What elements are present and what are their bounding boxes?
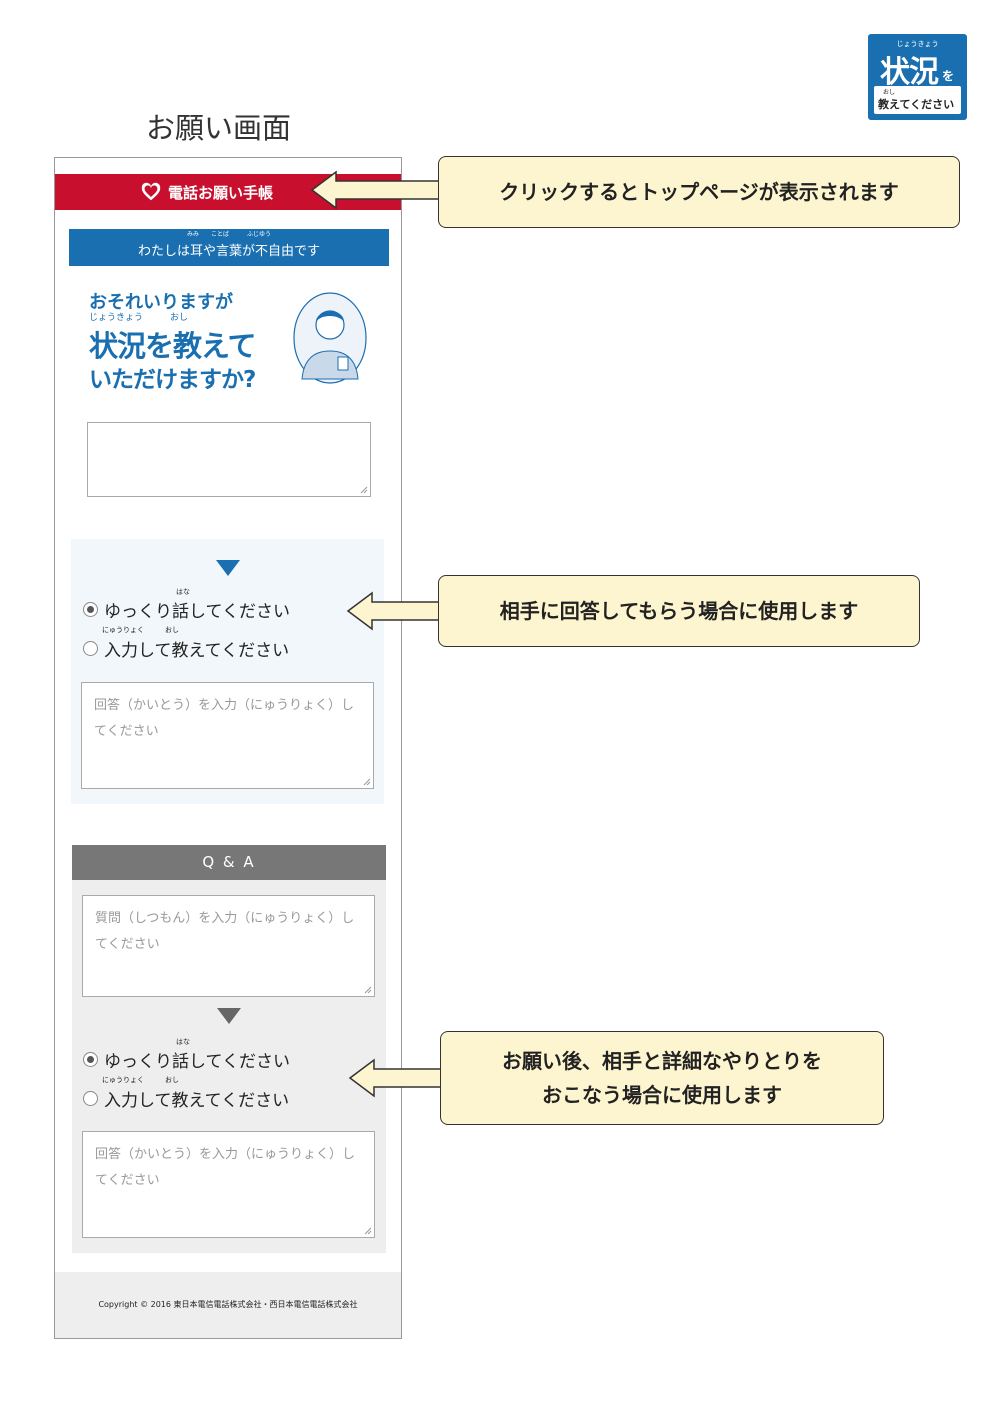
- arrow-down-icon: [216, 560, 240, 576]
- resize-grip-icon[interactable]: [363, 778, 371, 786]
- resize-grip-icon[interactable]: [364, 1227, 372, 1235]
- radio-checked[interactable]: [83, 1052, 98, 1067]
- qa-radio-type-answer[interactable]: 入力して教えてください: [83, 1086, 289, 1111]
- heart-icon: [141, 182, 161, 201]
- operator-avatar: [293, 292, 367, 384]
- answer-panel: はな ゆっくり話してください にゅうりょく おし 入力して教えてください 回答（…: [71, 539, 384, 804]
- callout-top: クリックするとトップページが表示されます: [438, 156, 960, 228]
- request-textarea[interactable]: [87, 422, 371, 497]
- option1-ruby: はな: [176, 588, 190, 596]
- hero-line3: いただけますか?: [89, 367, 256, 393]
- callout-middle-text: 相手に回答してもらう場合に使用します: [499, 599, 859, 623]
- notice-ruby: みみ ことば ふじゆう: [186, 231, 271, 238]
- badge-title: 状況: [880, 55, 939, 90]
- option1-label: ゆっくり話してください: [104, 602, 290, 622]
- hero-line1: おそれいりますが: [89, 292, 233, 313]
- home-button[interactable]: 電話お願い手帳: [140, 174, 273, 210]
- radio-checked[interactable]: [83, 602, 98, 617]
- option2-ruby: にゅうりょく おし: [102, 626, 179, 634]
- header-title: 電話お願い手帳: [168, 183, 274, 202]
- phone-screen: 電話お願い手帳 みみ ことば ふじゆう わたしは耳や言葉が不自由です おそれいり…: [54, 157, 402, 1339]
- resize-grip-icon[interactable]: [360, 486, 368, 494]
- screen-title: お願い画面: [146, 111, 292, 145]
- notice-banner: みみ ことば ふじゆう わたしは耳や言葉が不自由です: [69, 229, 389, 266]
- callout-top-text: クリックするとトップページが表示されます: [499, 180, 899, 204]
- option2-label: 入力して教えてください: [104, 641, 290, 661]
- qa-option1-ruby: はな: [176, 1038, 190, 1046]
- radio-type-answer[interactable]: 入力して教えてください: [83, 636, 289, 661]
- app-header: 電話お願い手帳: [55, 174, 401, 210]
- answer-placeholder: 回答（かいとう）を入力（にゅうりょく）してください: [94, 698, 355, 739]
- badge-particle: を: [942, 69, 955, 83]
- hero-line2: 状況を教えて: [89, 329, 257, 363]
- callout-arrow-icon: [310, 170, 443, 210]
- callout-middle: 相手に回答してもらう場合に使用します: [438, 575, 920, 647]
- callout-arrow-icon: [346, 591, 443, 631]
- badge-sub-text: 教えてください: [878, 98, 955, 111]
- hero-message: おそれいりますが じょうきょう おし 状況を教えて いただけますか?: [89, 288, 369, 398]
- arrow-down-icon: [217, 1008, 241, 1024]
- qa-option2-ruby: にゅうりょく おし: [102, 1076, 179, 1084]
- footer: Copyright © 2016 東日本電信電話株式会社・西日本電信電話株式会社: [55, 1272, 401, 1338]
- radio-speak-slowly[interactable]: ゆっくり話してください: [83, 597, 290, 622]
- callout-bottom-line2: おこなう場合に使用します: [542, 1083, 782, 1107]
- question-placeholder: 質問（しつもん）を入力（にゅうりょく）してください: [95, 911, 355, 952]
- resize-grip-icon[interactable]: [364, 986, 372, 994]
- question-input[interactable]: 質問（しつもん）を入力（にゅうりょく）してください: [82, 895, 375, 997]
- qa-answer-input[interactable]: 回答（かいとう）を入力（にゅうりょく）してください: [82, 1131, 375, 1238]
- callout-arrow-icon: [348, 1058, 445, 1098]
- qa-option1-label: ゆっくり話してください: [104, 1052, 290, 1072]
- situation-badge: じょうきょう 状況 を おし 教えてください: [868, 34, 967, 120]
- hero-ruby: じょうきょう おし: [89, 313, 189, 323]
- answer-input[interactable]: 回答（かいとう）を入力（にゅうりょく）してください: [81, 682, 374, 789]
- badge-ruby: じょうきょう: [896, 40, 939, 48]
- badge-bottom: おし 教えてください: [874, 86, 961, 114]
- notice-text: わたしは耳や言葉が不自由です: [137, 244, 320, 259]
- badge-sub-ruby: おし: [883, 89, 896, 96]
- radio-unchecked[interactable]: [83, 641, 98, 656]
- qa-header: Q & A: [72, 845, 386, 880]
- qa-radio-speak-slowly[interactable]: ゆっくり話してください: [83, 1047, 290, 1072]
- qa-panel: Q & A 質問（しつもん）を入力（にゅうりょく）してください はな ゆっくり話…: [72, 845, 386, 1253]
- qa-option2-label: 入力して教えてください: [104, 1091, 290, 1111]
- callout-bottom-line1: お願い後、相手と詳細なやりとりを: [502, 1049, 822, 1073]
- radio-unchecked[interactable]: [83, 1091, 98, 1106]
- callout-bottom: お願い後、相手と詳細なやりとりを おこなう場合に使用します: [440, 1031, 884, 1125]
- qa-answer-placeholder: 回答（かいとう）を入力（にゅうりょく）してください: [95, 1147, 356, 1188]
